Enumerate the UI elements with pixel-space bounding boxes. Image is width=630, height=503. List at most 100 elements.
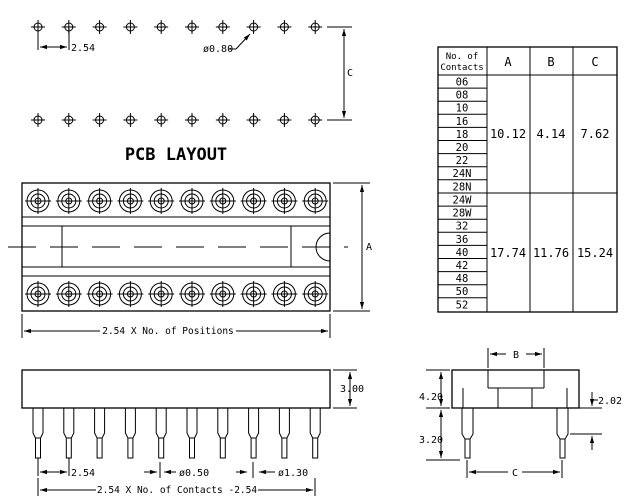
pcb-hole-dimension: ø0.80	[203, 33, 251, 55]
table-group2-b: 11.76	[533, 246, 569, 260]
socket-contact	[179, 281, 205, 307]
end-view-body	[451, 369, 580, 409]
pcb-hole	[246, 20, 261, 34]
end-view	[451, 369, 580, 459]
table-contacts-cell: 32	[456, 221, 469, 233]
pcb-pitch-label: 2.54	[71, 43, 95, 54]
table-contacts-cell: 22	[456, 155, 469, 167]
side-view-pitch-dimension: 2.54	[37, 458, 95, 479]
side-view-pin	[278, 408, 290, 459]
table-contacts-cell: 10	[456, 103, 469, 115]
socket-contact	[117, 281, 144, 307]
pcb-hole	[215, 20, 230, 34]
socket-contact	[25, 188, 51, 214]
side-view-pin	[248, 408, 260, 459]
table-contacts-cell: 28W	[453, 208, 473, 220]
socket-contact	[240, 188, 267, 214]
table-group2-a: 17.74	[490, 246, 526, 260]
table-contacts-cell: 18	[456, 129, 469, 141]
table-contacts-cell: 06	[456, 77, 469, 89]
socket-contact	[302, 188, 329, 214]
end-view-pin-left	[461, 408, 474, 459]
end-view-pin-length-label: 3.20	[419, 435, 443, 446]
side-view-height-label: 3.00	[340, 384, 364, 395]
end-view-pin-length-dimension: 3.20	[419, 410, 460, 461]
pcb-hole	[31, 113, 45, 127]
table-contacts-cell: 42	[456, 260, 469, 272]
pcb-hole-row-bottom	[31, 113, 323, 127]
pcb-pitch-dimension: 2.54	[37, 28, 95, 54]
pcb-hole	[277, 113, 292, 127]
side-view-height-dimension: 3.00	[333, 369, 364, 409]
pcb-hole	[154, 113, 169, 127]
table-contacts-cell: 20	[456, 142, 469, 154]
table-contacts-cell: 40	[456, 247, 469, 259]
dimension-table: No. of Contacts A B C 0608101618202224N2…	[437, 46, 618, 313]
socket-contact	[271, 281, 298, 307]
side-view-pin-tip-dimension: ø0.50	[144, 468, 209, 479]
table-header-b: B	[547, 55, 554, 69]
side-view-length-label: 2.54 X No. of Contacts -2.54	[97, 485, 257, 496]
end-view-body-height-label: 4.20	[419, 392, 443, 403]
table-contacts-cell: 48	[456, 273, 469, 285]
pcb-hole	[185, 113, 199, 127]
side-view-pin	[94, 408, 106, 459]
top-view-width-dimension: A	[333, 182, 372, 312]
side-view-pin-body-label: ø1.30	[278, 468, 308, 479]
top-view-contacts-bottom-row	[25, 281, 329, 307]
side-view	[21, 369, 331, 478]
table-contacts-cell: 52	[456, 299, 469, 311]
pcb-hole	[185, 20, 199, 34]
top-view-width-label: A	[366, 242, 372, 253]
table-header-contacts-line2: Contacts	[440, 63, 483, 73]
table-contacts-cell: 24N	[453, 168, 472, 180]
pcb-hole	[277, 20, 292, 34]
pcb-hole	[61, 113, 76, 127]
pcb-hole	[308, 113, 323, 127]
table-header-contacts-line1: No. of	[446, 52, 479, 62]
pcb-hole	[123, 113, 138, 127]
socket-contact	[86, 188, 113, 214]
top-view-contacts-top-row	[25, 188, 329, 214]
side-view-pins	[32, 408, 321, 478]
pcb-hole	[154, 20, 169, 34]
table-contacts-cell: 28N	[453, 181, 472, 193]
pcb-hole	[123, 20, 138, 34]
table-contacts-cell: 50	[456, 286, 469, 298]
socket-contact	[55, 188, 82, 214]
side-view-body	[21, 369, 331, 409]
table-group1-b: 4.14	[537, 127, 566, 141]
end-view-pin-right	[556, 408, 569, 459]
socket-contact	[179, 188, 205, 214]
top-view	[8, 182, 348, 312]
socket-contact	[55, 281, 82, 307]
end-view-row-span-dimension: C	[466, 460, 563, 479]
pcb-row-span-label: C	[347, 68, 353, 79]
socket-contact	[209, 188, 236, 214]
pcb-hole	[215, 113, 230, 127]
side-view-pin	[186, 408, 198, 459]
pcb-row-span-dimension: C	[327, 26, 353, 121]
end-view-shoulder-label: 2.02	[598, 396, 622, 407]
socket-contact	[117, 188, 144, 214]
end-view-body-height-dimension: 4.20	[419, 369, 450, 409]
end-view-b-label: B	[513, 350, 519, 361]
socket-contact	[271, 188, 298, 214]
side-view-pin	[155, 408, 167, 459]
pcb-hole-label: ø0.80	[203, 44, 233, 55]
pcb-hole	[92, 113, 107, 127]
side-view-pin	[217, 408, 229, 459]
table-contacts-cell: 16	[456, 116, 469, 128]
table-contacts-cell: 24W	[453, 195, 473, 207]
pcb-hole-row-top	[31, 20, 323, 34]
socket-contact	[25, 281, 51, 307]
table-header-a: A	[504, 55, 512, 69]
end-view-b-dimension: B	[487, 348, 545, 368]
side-view-length-dimension: 2.54 X No. of Contacts -2.54	[37, 478, 316, 496]
socket-contact	[240, 281, 267, 307]
socket-contact	[302, 281, 329, 307]
side-view-pin	[124, 408, 136, 459]
table-group1-a: 10.12	[490, 127, 526, 141]
table-contacts-cell: 08	[456, 90, 469, 102]
